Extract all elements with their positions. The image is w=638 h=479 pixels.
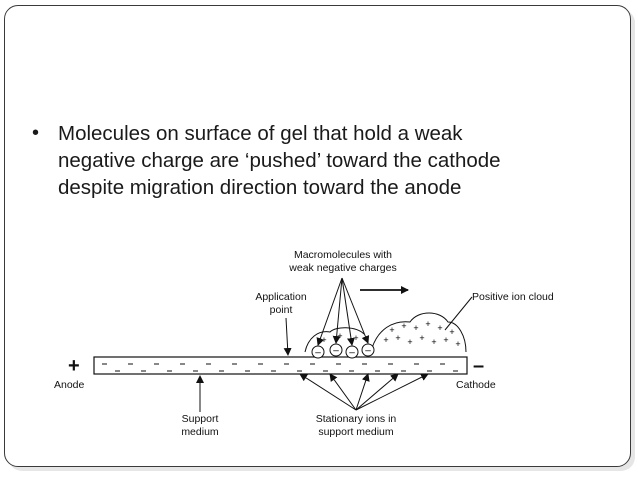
application-label-1: Application (255, 291, 307, 303)
plus-ion: + (395, 333, 400, 343)
support-label-1: Support (182, 413, 219, 425)
molecule-cluster-outline (304, 327, 365, 353)
plus-ion: + (425, 319, 430, 329)
support-medium-strip (93, 356, 468, 375)
bullet-line-1: Molecules on surface of gel that hold a … (58, 122, 463, 145)
plus-ion: + (437, 323, 442, 333)
leader-stationary-5 (355, 373, 429, 411)
anode-sign: + (68, 355, 80, 377)
stationary-label-2: support medium (318, 426, 394, 438)
plus-ion: + (383, 335, 388, 345)
ion-cloud-outline (371, 312, 467, 353)
anode-label: Anode (54, 379, 85, 391)
plus-ion: + (337, 331, 342, 341)
positive-ions: ++++++++++++++++ (321, 319, 460, 349)
negative-charge: – (349, 348, 355, 359)
macromolecules-label-1: Macromolecules with (294, 249, 392, 261)
leader-stationary-4 (355, 373, 399, 411)
cathode-sign: – (473, 355, 484, 377)
leader-application (283, 317, 292, 356)
bullet-line-2: negative charge are ‘pushed’ toward the … (58, 149, 501, 172)
negative-molecule (311, 345, 325, 359)
stationary-ions (102, 363, 458, 372)
leader-macro-2 (332, 277, 343, 344)
leader-stationary-3 (355, 373, 370, 411)
positive-cloud-label: Positive ion cloud (472, 291, 554, 303)
plus-ion: + (443, 335, 448, 345)
plus-ion: + (419, 333, 424, 343)
plus-ion: + (455, 339, 460, 349)
plus-ion: + (407, 337, 412, 347)
plus-ion: + (401, 321, 406, 331)
plus-ion: + (389, 325, 394, 335)
negative-molecule (329, 343, 343, 357)
leader-cloud (444, 296, 473, 331)
plus-ion: + (353, 333, 358, 343)
slide-frame (4, 5, 631, 467)
negative-molecules: –––– (311, 343, 375, 359)
plus-ion: + (321, 335, 326, 345)
leader-macro-4 (341, 277, 370, 344)
stationary-label-1: Stationary ions in (316, 413, 397, 425)
support-label-2: medium (181, 426, 219, 438)
negative-charge: – (315, 348, 321, 359)
leader-macro-1 (316, 277, 343, 346)
plus-ion: + (431, 337, 436, 347)
leader-macro-3 (341, 277, 355, 346)
negative-charge: – (365, 346, 371, 357)
bullet-symbol: • (32, 122, 40, 144)
negative-molecule (361, 343, 375, 357)
plus-ion: + (413, 323, 418, 333)
leader-stationary-2 (329, 373, 357, 411)
macromolecules-label-2: weak negative charges (288, 262, 396, 274)
bullet-point: • Molecules on surface of gel that hold … (32, 120, 618, 201)
plus-ion: + (449, 327, 454, 337)
cathode-label: Cathode (456, 379, 496, 391)
negative-molecule (345, 345, 359, 359)
application-label-2: point (270, 304, 293, 316)
leader-stationary-1 (299, 373, 357, 411)
negative-charge: – (333, 346, 339, 357)
bullet-line-3: despite migration direction toward the a… (58, 176, 462, 199)
